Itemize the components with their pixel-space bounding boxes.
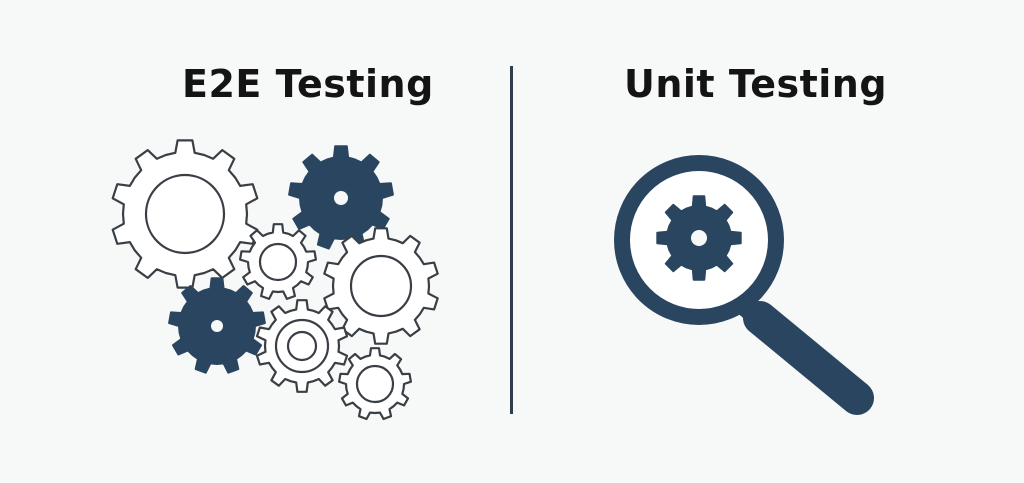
gear-right-outline [323,227,439,345]
interlocking-gears-icon [111,139,439,421]
gear-small-outline-bottom [338,347,412,421]
magnifier-handle [743,301,874,415]
gear-bottom-filled [168,277,266,374]
gear-in-lens-filled [656,195,742,281]
gear-large-outline [111,139,259,289]
unit-testing-title: Unit Testing [624,62,888,106]
magnifying-glass-gear-icon [614,155,874,415]
panel-divider [510,66,513,414]
gear-small-outline-center [239,223,317,300]
gear-bottom-outline-double [255,299,349,393]
e2e-testing-title: E2E Testing [182,62,434,106]
